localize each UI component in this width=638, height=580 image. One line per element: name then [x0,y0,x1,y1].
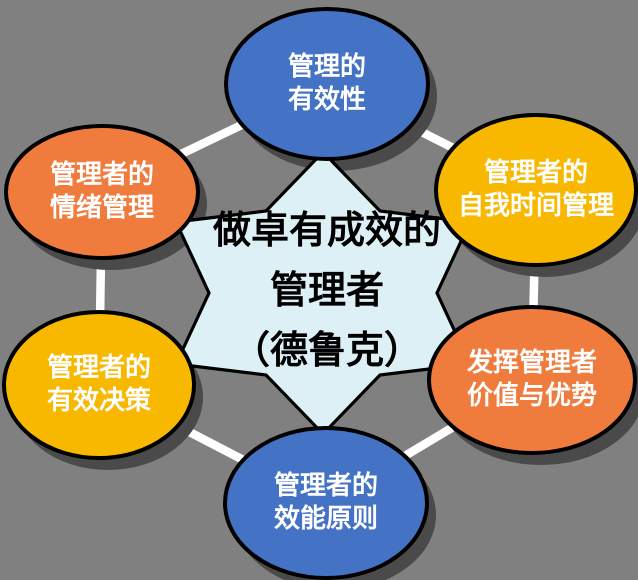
node-ellipse-top[interactable] [224,7,430,161]
node-ellipse-bottom-left[interactable] [2,310,196,460]
center-label[interactable]: 做卓有成效的 管理者 （德鲁克） [212,207,441,373]
node-ellipse-top-right[interactable] [434,113,638,267]
node-label-bottom[interactable]: 管理者的 效能原则 [273,470,378,534]
node-label-top-right[interactable]: 管理者的 自我时间管理 [457,157,614,221]
node-label-top-left[interactable]: 管理者的 情绪管理 [49,159,154,223]
node-label-bottom-left[interactable]: 管理者的 有效决策 [46,352,151,416]
node-ellipse-bottom[interactable] [223,426,429,580]
node-label-bottom-right[interactable]: 发挥管理者 价值与优势 [466,347,597,411]
node-ellipse-top-left[interactable] [4,124,200,260]
node-label-top[interactable]: 管理的 有效性 [287,51,366,115]
node-ellipse-bottom-right[interactable] [427,305,637,455]
